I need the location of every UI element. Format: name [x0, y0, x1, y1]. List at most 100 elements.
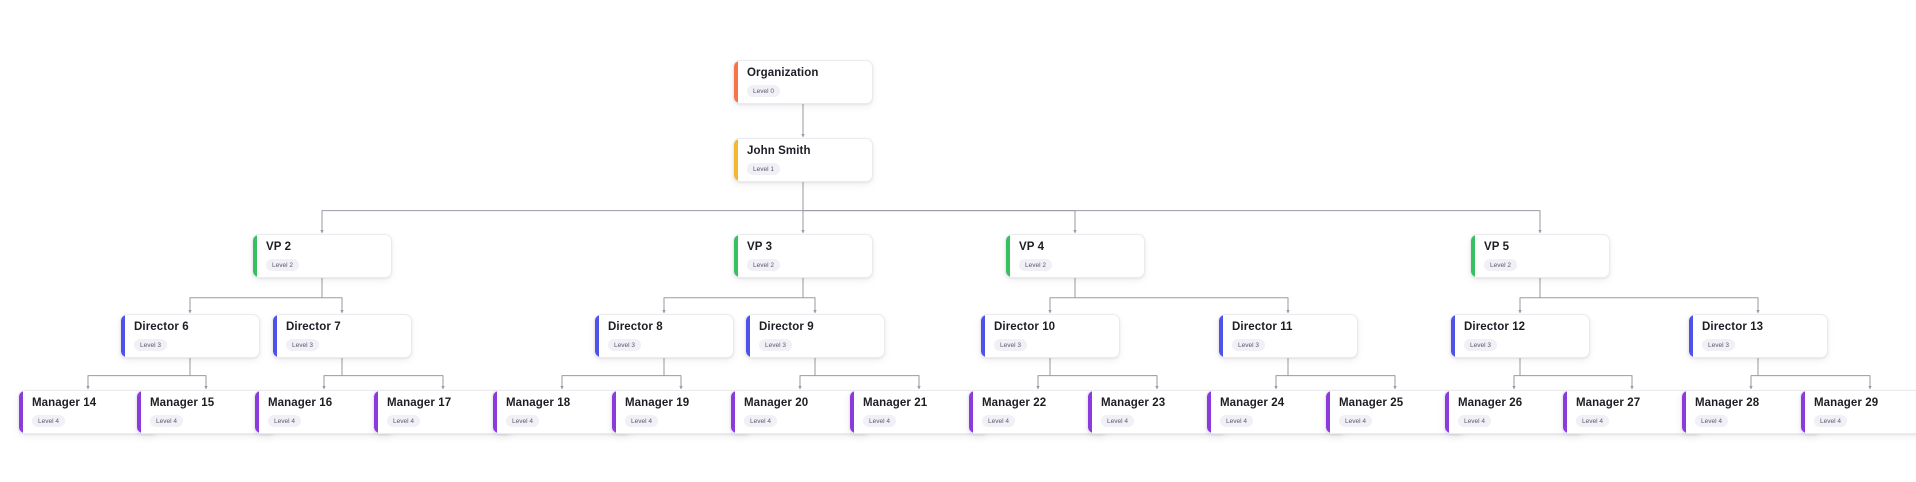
org-node[interactable]: Manager 15 Level 4 — [136, 390, 276, 434]
node-level-badge: Level 4 — [982, 415, 1015, 427]
org-node[interactable]: Manager 18 Level 4 — [492, 390, 632, 434]
node-title: Director 13 — [1702, 321, 1764, 333]
node-accent-bar — [969, 391, 973, 433]
node-accent-bar — [746, 315, 750, 357]
node-title: Manager 14 — [32, 397, 97, 409]
node-title: Manager 23 — [1101, 397, 1166, 409]
node-title: Manager 17 — [387, 397, 452, 409]
node-accent-bar — [374, 391, 378, 433]
org-node[interactable]: Manager 16 Level 4 — [254, 390, 394, 434]
node-title: Manager 24 — [1220, 397, 1285, 409]
node-accent-bar — [273, 315, 277, 357]
node-level-badge: Level 4 — [1576, 415, 1609, 427]
org-node[interactable]: Manager 22 Level 4 — [968, 390, 1108, 434]
org-node[interactable]: Manager 29 Level 4 — [1800, 390, 1916, 434]
org-node[interactable]: Manager 23 Level 4 — [1087, 390, 1227, 434]
node-title: Organization — [747, 67, 819, 79]
node-title: Director 11 — [1232, 321, 1293, 333]
node-accent-bar — [255, 391, 259, 433]
node-accent-bar — [253, 235, 257, 277]
node-accent-bar — [595, 315, 599, 357]
org-node[interactable]: Manager 28 Level 4 — [1681, 390, 1821, 434]
node-level-badge: Level 4 — [150, 415, 183, 427]
node-level-badge: Level 2 — [1484, 259, 1517, 271]
org-node[interactable]: VP 5 Level 2 — [1470, 234, 1610, 278]
node-accent-bar — [1219, 315, 1223, 357]
node-title: Manager 18 — [506, 397, 571, 409]
node-title: Manager 19 — [625, 397, 690, 409]
node-title: Manager 16 — [268, 397, 333, 409]
node-level-badge: Level 4 — [1814, 415, 1847, 427]
node-title: Manager 22 — [982, 397, 1047, 409]
org-node[interactable]: Manager 14 Level 4 — [18, 390, 158, 434]
node-accent-bar — [1326, 391, 1330, 433]
node-title: VP 5 — [1484, 241, 1510, 253]
node-title: Manager 29 — [1814, 397, 1879, 409]
org-node[interactable]: Director 7 Level 3 — [272, 314, 412, 358]
org-node[interactable]: Director 13 Level 3 — [1688, 314, 1828, 358]
node-title: Manager 20 — [744, 397, 809, 409]
node-accent-bar — [1689, 315, 1693, 357]
node-level-badge: Level 3 — [608, 339, 641, 351]
node-level-badge: Level 4 — [268, 415, 301, 427]
node-level-badge: Level 2 — [266, 259, 299, 271]
node-level-badge: Level 4 — [1695, 415, 1728, 427]
node-title: Director 7 — [286, 321, 341, 333]
node-level-badge: Level 4 — [1339, 415, 1372, 427]
node-level-badge: Level 3 — [1702, 339, 1735, 351]
node-title: Director 12 — [1464, 321, 1526, 333]
node-accent-bar — [981, 315, 985, 357]
node-level-badge: Level 4 — [506, 415, 539, 427]
node-title: Manager 28 — [1695, 397, 1760, 409]
node-level-badge: Level 1 — [747, 163, 780, 175]
node-title: John Smith — [747, 145, 811, 157]
node-level-badge: Level 3 — [759, 339, 792, 351]
node-level-badge: Level 4 — [387, 415, 420, 427]
node-level-badge: Level 4 — [32, 415, 65, 427]
org-node[interactable]: VP 2 Level 2 — [252, 234, 392, 278]
node-accent-bar — [137, 391, 141, 433]
node-level-badge: Level 3 — [286, 339, 319, 351]
node-level-badge: Level 4 — [863, 415, 896, 427]
node-title: Manager 25 — [1339, 397, 1404, 409]
node-title: Director 9 — [759, 321, 814, 333]
node-accent-bar — [1088, 391, 1092, 433]
node-accent-bar — [1682, 391, 1686, 433]
node-level-badge: Level 4 — [1101, 415, 1134, 427]
node-title: Manager 15 — [150, 397, 215, 409]
org-node[interactable]: Director 9 Level 3 — [745, 314, 885, 358]
node-accent-bar — [612, 391, 616, 433]
org-node[interactable]: Manager 25 Level 4 — [1325, 390, 1465, 434]
node-title: Manager 27 — [1576, 397, 1641, 409]
node-accent-bar — [493, 391, 497, 433]
node-accent-bar — [731, 391, 735, 433]
node-accent-bar — [1006, 235, 1010, 277]
node-accent-bar — [734, 61, 738, 103]
node-accent-bar — [1563, 391, 1567, 433]
node-title: VP 2 — [266, 241, 292, 253]
node-title: Director 10 — [994, 321, 1056, 333]
org-node[interactable]: Manager 17 Level 4 — [373, 390, 513, 434]
node-accent-bar — [734, 139, 738, 181]
node-accent-bar — [1207, 391, 1211, 433]
node-title: VP 3 — [747, 241, 773, 253]
node-accent-bar — [1801, 391, 1805, 433]
node-level-badge: Level 2 — [1019, 259, 1052, 271]
node-level-badge: Level 4 — [1458, 415, 1491, 427]
node-accent-bar — [1451, 315, 1455, 357]
